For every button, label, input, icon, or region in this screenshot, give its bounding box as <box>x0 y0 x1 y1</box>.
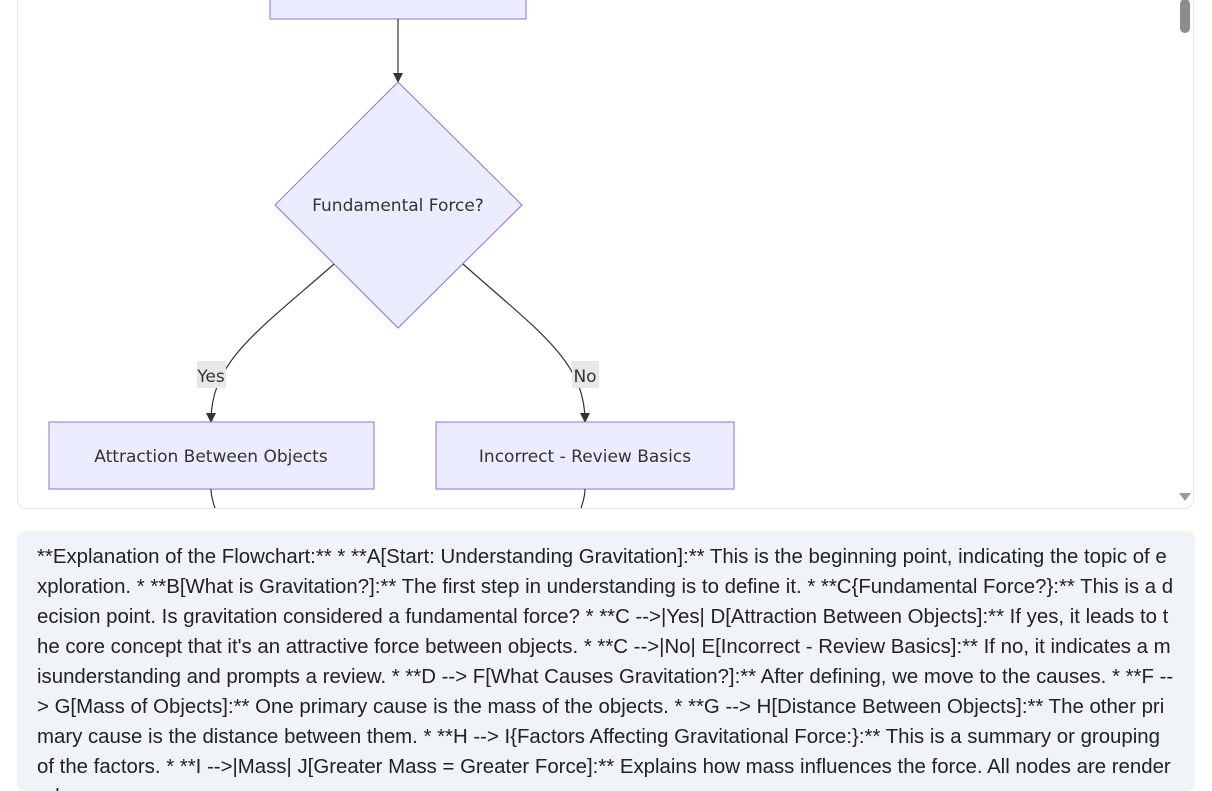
flowchart-edge-yes <box>206 263 335 423</box>
flowchart-node-top <box>269 0 527 20</box>
decision-node-label: Fundamental Force? <box>312 196 484 216</box>
flowchart-edge-attraction-down <box>210 488 216 508</box>
explanation-panel: **Explanation of the Flowchart:** * **A[… <box>17 531 1195 791</box>
flowchart-node-attraction <box>48 421 375 490</box>
edge-label-yes-bg <box>197 361 226 388</box>
explanation-text: **Explanation of the Flowchart:** * **A[… <box>37 546 1174 791</box>
flowchart-edge-no <box>462 263 590 423</box>
flowchart-canvas: Fundamental Force? Yes No Attraction Bet… <box>48 0 735 508</box>
edge-label-no: No <box>573 367 596 387</box>
scroll-down-arrow-icon[interactable] <box>1179 493 1191 501</box>
node-incorrect-label: Incorrect - Review Basics <box>479 447 691 467</box>
node-attraction-label: Attraction Between Objects <box>94 447 328 467</box>
flowchart-edge-incorrect-down <box>580 488 586 508</box>
decision-node-diamond <box>274 81 523 329</box>
flowchart-panel[interactable]: Fundamental Force? Yes No Attraction Bet… <box>17 0 1194 509</box>
edge-label-no-bg <box>572 361 599 388</box>
edge-label-yes: Yes <box>196 367 225 387</box>
vertical-scrollbar-thumb[interactable] <box>1180 0 1190 33</box>
